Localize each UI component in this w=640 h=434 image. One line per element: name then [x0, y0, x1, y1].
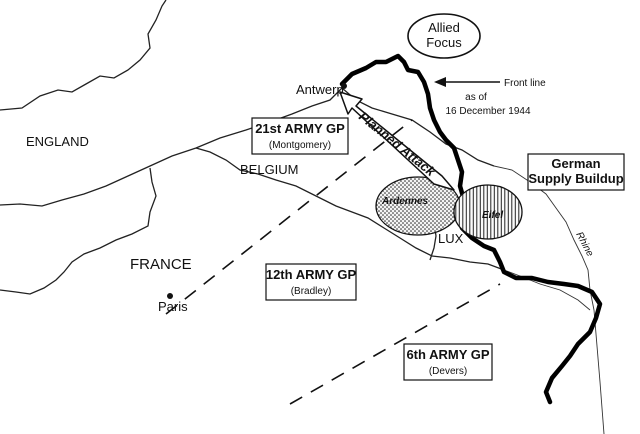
- army-group-12-commander: (Bradley): [291, 286, 332, 297]
- army-group-6-commander: (Devers): [429, 366, 467, 377]
- army-group-6-box: [403, 343, 493, 381]
- england-coastline: [0, 0, 167, 111]
- belgium-netherlands-border: [341, 87, 495, 167]
- planned-attack-arrow: [339, 91, 455, 191]
- ardennes-label: Ardennes: [381, 196, 429, 207]
- paris-label: Paris: [158, 299, 188, 314]
- army-group-21-name: 21st ARMY GP: [255, 121, 345, 136]
- antwerp-label: Antwerp: [296, 82, 344, 97]
- allied-focus-ellipse: [407, 13, 481, 59]
- front-line-arrowhead: [434, 77, 446, 87]
- army-group-21-commander: (Montgomery): [269, 140, 331, 151]
- german-buildup-line1: German: [551, 156, 600, 171]
- eifel-label: Eifel: [482, 210, 503, 221]
- belgium-label: BELGIUM: [240, 162, 299, 177]
- allied-focus-line2: Focus: [426, 35, 462, 50]
- army-group-12-name: 12th ARMY GP: [266, 267, 357, 282]
- army-group-6-name: 6th ARMY GP: [406, 347, 489, 362]
- antwerp-marker: [341, 83, 347, 89]
- moselle-river: [503, 269, 591, 311]
- france-coast: [0, 167, 157, 295]
- england-label: ENGLAND: [26, 134, 89, 149]
- belgium-france-border: [195, 147, 505, 271]
- lux-label: LUX: [438, 231, 464, 246]
- army-group-boundary-south: [289, 283, 501, 405]
- france-label: FRANCE: [130, 256, 192, 273]
- continent-coastline: [0, 87, 343, 207]
- army-group-12-box: [265, 263, 357, 301]
- front-line-label-2: as of: [465, 92, 487, 103]
- german-buildup-box: [527, 153, 625, 191]
- allied-focus-line1: Allied: [428, 20, 460, 35]
- planned-attack-label: Planned Attack: [356, 109, 439, 180]
- front-line-label-1: Front line: [504, 78, 546, 89]
- german-buildup-line2: Supply Buildup: [528, 171, 623, 186]
- army-group-21-box: [251, 117, 349, 155]
- paris-marker: [167, 293, 173, 299]
- army-group-boundary-north: [165, 119, 413, 315]
- front-line-label-3: 16 December 1944: [445, 106, 530, 117]
- eifel-region: [453, 184, 523, 240]
